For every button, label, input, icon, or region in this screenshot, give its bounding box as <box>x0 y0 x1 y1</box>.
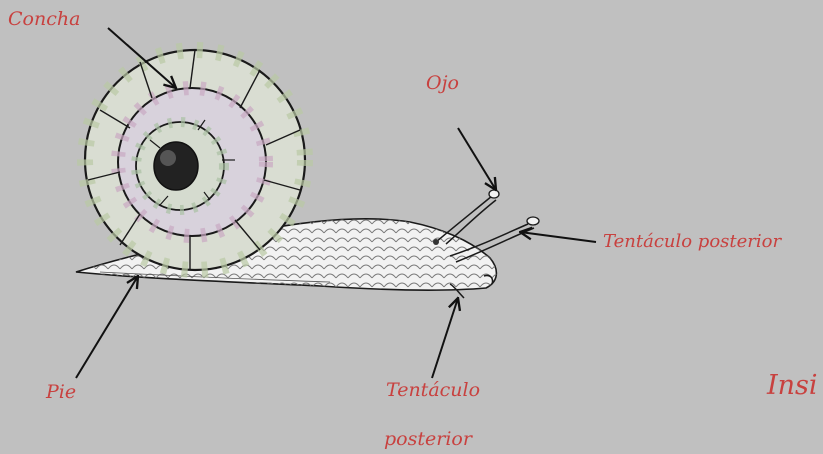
label-tentacle-bottom-line1: Tentáculo <box>386 381 480 400</box>
snail-shell <box>85 50 305 270</box>
arrow-tentacle-bottom <box>432 298 458 378</box>
label-tentacle-bottom-line2: posterior <box>384 430 472 449</box>
label-cut-off: Insi <box>767 372 818 399</box>
arrow-foot <box>76 276 138 378</box>
arrow-eye <box>458 128 496 190</box>
label-eye: Ojo <box>426 74 459 93</box>
arrow-tentacle-right <box>520 232 596 242</box>
label-tentacle-right: Tentáculo posterior <box>603 233 781 251</box>
label-shell: Concha <box>8 10 80 29</box>
label-foot: Pie <box>46 383 76 402</box>
